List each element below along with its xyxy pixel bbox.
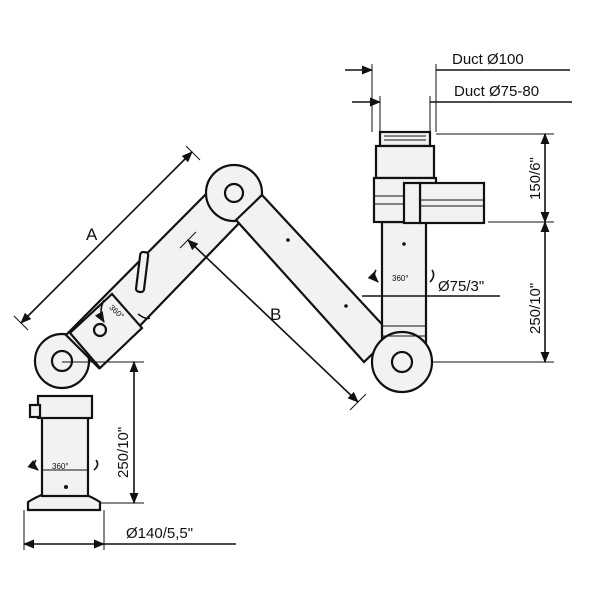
dimension-a: A	[13, 145, 201, 331]
dimension-diameter-140: Ø140/5,5"	[22, 510, 236, 550]
duct-100-label: Duct Ø100	[452, 51, 524, 68]
dim-150-label: 150/6"	[527, 157, 544, 200]
dimension-250-right: 250/10"	[432, 220, 554, 364]
dimension-a-label: A	[86, 225, 98, 244]
rotation-label-vertical: 360°	[392, 274, 409, 283]
right-vertical-tube	[380, 220, 428, 352]
dim-250-right-label: 250/10"	[527, 283, 544, 334]
wall-bracket	[418, 181, 486, 225]
arm-segment-b	[234, 193, 394, 364]
diameter-140-label: Ø140/5,5"	[126, 525, 193, 542]
lower-knob	[28, 403, 42, 419]
dimension-250-left: 250/10"	[62, 360, 144, 505]
base-assembly	[26, 394, 102, 512]
right-vertical-assembly	[370, 220, 434, 394]
rotation-arrow-base: 360°	[27, 459, 99, 471]
dimension-diameter-75: Ø75/3"	[362, 278, 500, 297]
duct-75-80-label: Duct Ø75-80	[454, 83, 539, 100]
dimension-duct-100: Duct Ø100	[345, 51, 570, 132]
dimension-duct-75-80: Duct Ø75-80	[352, 83, 572, 132]
dim-250-left-label: 250/10"	[115, 427, 132, 478]
diameter-75-label: Ø75/3"	[438, 278, 484, 295]
dimension-b-label: B	[270, 305, 281, 324]
dimension-b: B	[179, 231, 367, 411]
left-elbow-joint	[33, 332, 91, 390]
top-coupling	[372, 130, 486, 225]
lower-collar	[36, 394, 94, 420]
rotation-arrow-vertical: 360°	[367, 269, 435, 283]
rotation-label-base: 360°	[52, 462, 69, 471]
